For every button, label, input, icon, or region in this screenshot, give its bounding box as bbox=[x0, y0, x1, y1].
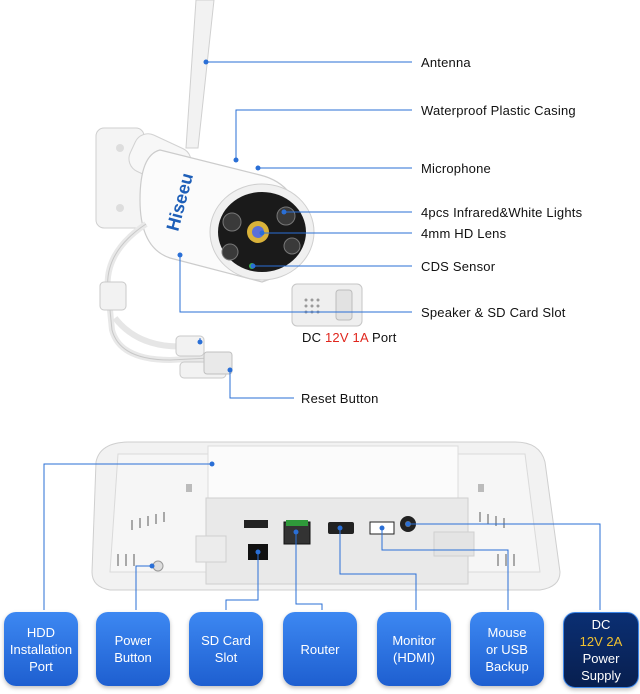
speaker-label: Speaker & SD Card Slot bbox=[421, 305, 566, 320]
dc-port-prefix: DC bbox=[302, 330, 325, 345]
tile-line: or USB bbox=[486, 641, 528, 657]
antenna-label: Antenna bbox=[421, 55, 471, 70]
tile-line: Installation bbox=[9, 641, 73, 657]
tile-line: Button bbox=[114, 650, 152, 665]
dc-voltage: 12V 2A bbox=[579, 634, 623, 649]
nvr-back-illustration bbox=[43, 441, 601, 610]
tile-line: (HDMI) bbox=[393, 650, 435, 665]
tile-line: SD Card bbox=[201, 633, 251, 648]
monitor-hdmi-tile: Monitor (HDMI) bbox=[377, 612, 451, 686]
dc-port-label: DC 12V 1A Port bbox=[302, 330, 397, 345]
microphone-label: Microphone bbox=[421, 161, 491, 176]
router-tile: Router bbox=[283, 612, 357, 686]
reset-button-label: Reset Button bbox=[301, 391, 379, 406]
dc-prefix: DC bbox=[591, 617, 611, 632]
tile-line: DC 12V 2A bbox=[580, 616, 623, 650]
lens-label: 4mm HD Lens bbox=[421, 226, 507, 241]
lights-label: 4pcs Infrared&White Lights bbox=[421, 205, 583, 220]
tile-line: HDD bbox=[26, 624, 56, 640]
tile-line: Power bbox=[582, 651, 620, 666]
tile-line: Backup bbox=[485, 658, 529, 674]
tile-line: Slot bbox=[214, 650, 238, 665]
tile-line: Monitor bbox=[392, 633, 436, 648]
tile-line: Router bbox=[300, 641, 340, 657]
dc-port-voltage: 12V 1A bbox=[325, 330, 369, 345]
tile-line: Port bbox=[29, 658, 53, 674]
casing-label: Waterproof Plastic Casing bbox=[421, 103, 576, 118]
tile-line: Power bbox=[114, 633, 152, 648]
camera-illustration: Hiseeu bbox=[95, 0, 412, 399]
cds-sensor-label: CDS Sensor bbox=[421, 259, 496, 274]
dc-port-suffix: Port bbox=[368, 330, 397, 345]
tile-line: Supply bbox=[581, 668, 621, 683]
tile-line: Mouse bbox=[487, 624, 527, 640]
